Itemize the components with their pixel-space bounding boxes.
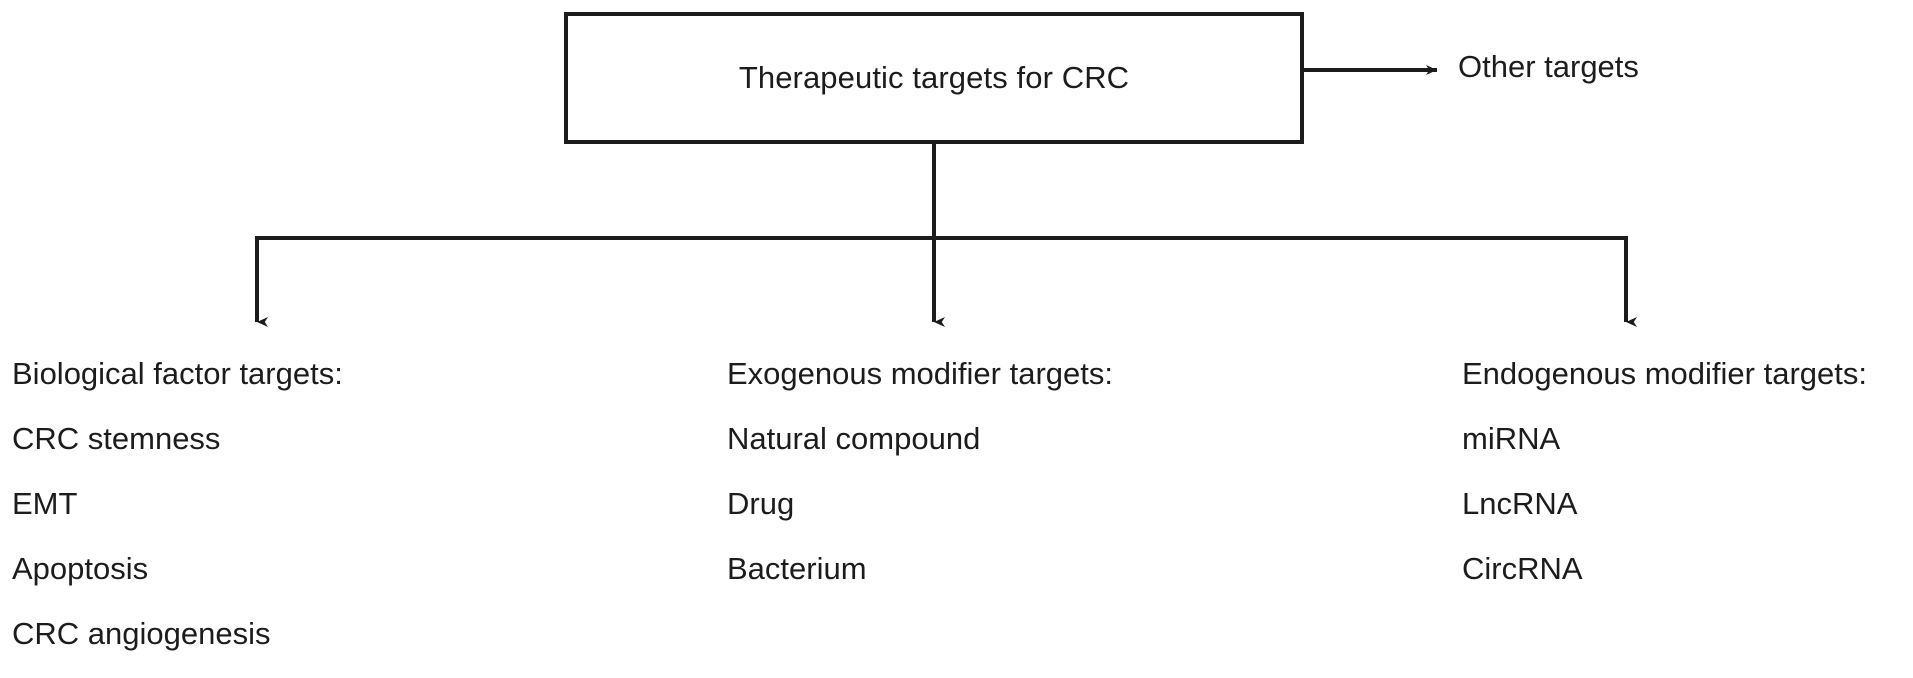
column-exogenous-modifier-targets: Exogenous modifier targets: Natural comp… bbox=[727, 358, 1287, 584]
list-item: Natural compound bbox=[727, 421, 981, 456]
root-node-box: Therapeutic targets for CRC bbox=[564, 12, 1304, 144]
list-item: CRC angiogenesis bbox=[12, 616, 271, 651]
list-item: CRC stemness bbox=[12, 421, 221, 456]
root-node-label: Therapeutic targets for CRC bbox=[738, 59, 1130, 95]
list-item: EMT bbox=[12, 486, 78, 521]
column-heading: Endogenous modifier targets: bbox=[1462, 356, 1867, 391]
list-item: Bacterium bbox=[727, 551, 867, 586]
list-item: CircRNA bbox=[1462, 551, 1583, 586]
list-item: miRNA bbox=[1462, 421, 1561, 456]
column-endogenous-modifier-targets: Endogenous modifier targets: miRNA LncRN… bbox=[1462, 358, 1913, 584]
column-heading: Biological factor targets: bbox=[12, 356, 343, 391]
column-biological-factor-targets: Biological factor targets: CRC stemness … bbox=[12, 358, 572, 649]
list-item: Apoptosis bbox=[12, 551, 149, 586]
other-targets-label: Other targets bbox=[1458, 49, 1639, 84]
list-item: LncRNA bbox=[1462, 486, 1578, 521]
list-item: Drug bbox=[727, 486, 795, 521]
column-heading: Exogenous modifier targets: bbox=[727, 356, 1113, 391]
